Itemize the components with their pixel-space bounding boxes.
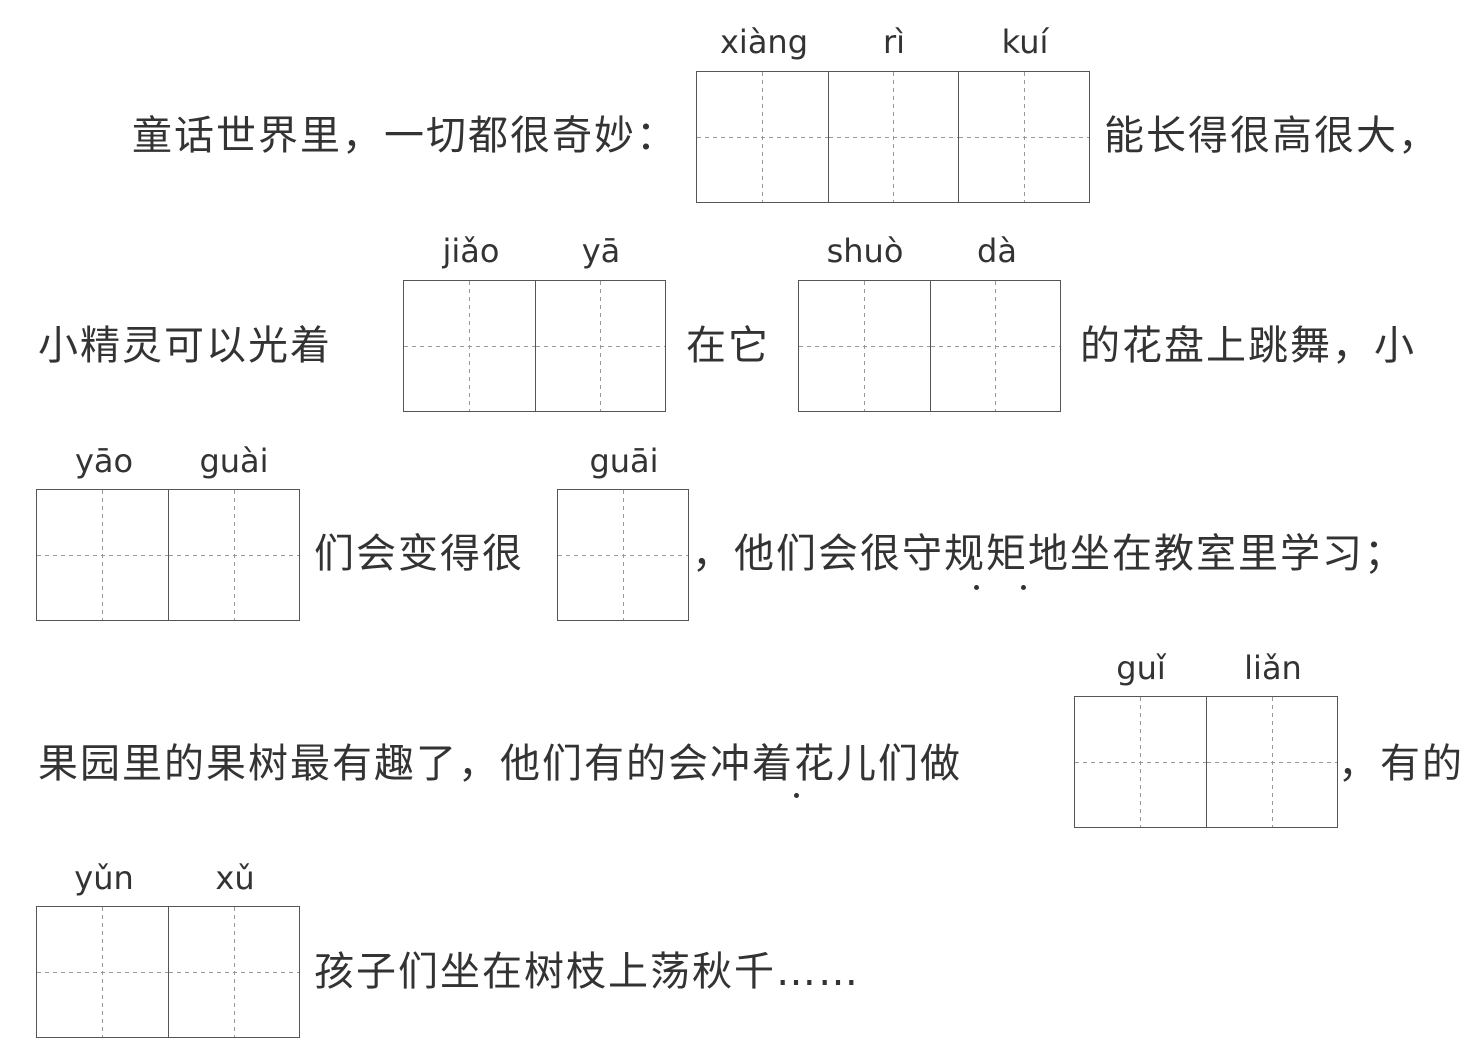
pinyin-xu: xǔ	[215, 859, 255, 897]
line5-text-after: 孩子们坐在树枝上荡秋千……	[314, 949, 860, 995]
pinyin-gui: guǐ	[1116, 649, 1166, 687]
line1-text-before: 童话世界里，一切都很奇妙：	[132, 113, 678, 159]
pinyin-yao: yāo	[74, 442, 134, 480]
pinyin-ya: yā	[581, 232, 621, 270]
answer-grid-xiangrikui[interactable]	[696, 71, 1090, 203]
line2-text-before: 小精灵可以光着	[38, 323, 332, 369]
tian-cell[interactable]	[558, 490, 688, 620]
tian-cell[interactable]	[929, 281, 1060, 411]
pinyin-guai-single: guāi	[589, 442, 659, 480]
pinyin-jiao: jiǎo	[442, 232, 500, 270]
answer-grid-guai[interactable]	[557, 489, 689, 621]
answer-grid-yaoguai[interactable]	[36, 489, 300, 621]
emphasis-dot	[794, 793, 799, 798]
tian-cell[interactable]	[827, 72, 959, 202]
answer-grid-yunxu[interactable]	[36, 906, 300, 1038]
answer-grid-jiaoya[interactable]	[403, 280, 666, 412]
line2-text-after: 的花盘上跳舞，小	[1080, 323, 1416, 369]
line2-text-mid: 在它	[686, 323, 770, 369]
tian-cell[interactable]	[37, 490, 168, 620]
tian-cell[interactable]	[168, 490, 299, 620]
pinyin-yun: yǔn	[74, 859, 134, 897]
line4-text-before: 果园里的果树最有趣了，他们有的会冲着花儿们做	[38, 741, 962, 787]
tian-cell[interactable]	[1206, 697, 1337, 827]
tian-cell[interactable]	[404, 281, 535, 411]
tian-cell[interactable]	[799, 281, 930, 411]
emphasis-dot	[1021, 585, 1026, 590]
pinyin-da: dà	[977, 232, 1017, 270]
pinyin-ri: rì	[882, 23, 906, 61]
tian-cell[interactable]	[958, 72, 1090, 202]
emphasis-dot	[974, 585, 979, 590]
tian-cell[interactable]	[534, 281, 665, 411]
pinyin-shuo: shuò	[826, 232, 904, 270]
tian-cell[interactable]	[697, 72, 828, 202]
line1-text-after: 能长得很高很大，	[1104, 113, 1440, 159]
pinyin-kui: kuí	[1001, 23, 1049, 61]
answer-grid-shuoda[interactable]	[798, 280, 1061, 412]
line3-text-after: ，他们会很守规矩地坐在教室里学习；	[692, 531, 1406, 577]
tian-cell[interactable]	[168, 907, 299, 1037]
pinyin-lian: liǎn	[1244, 649, 1302, 687]
tian-cell[interactable]	[37, 907, 168, 1037]
line3-text-mid: 们会变得很	[314, 531, 524, 577]
tian-cell[interactable]	[1075, 697, 1206, 827]
pinyin-guai: guài	[199, 442, 269, 480]
line4-text-after: ，有的	[1338, 741, 1464, 787]
pinyin-xiang: xiàng	[719, 23, 809, 61]
answer-grid-guilian[interactable]	[1074, 696, 1338, 828]
